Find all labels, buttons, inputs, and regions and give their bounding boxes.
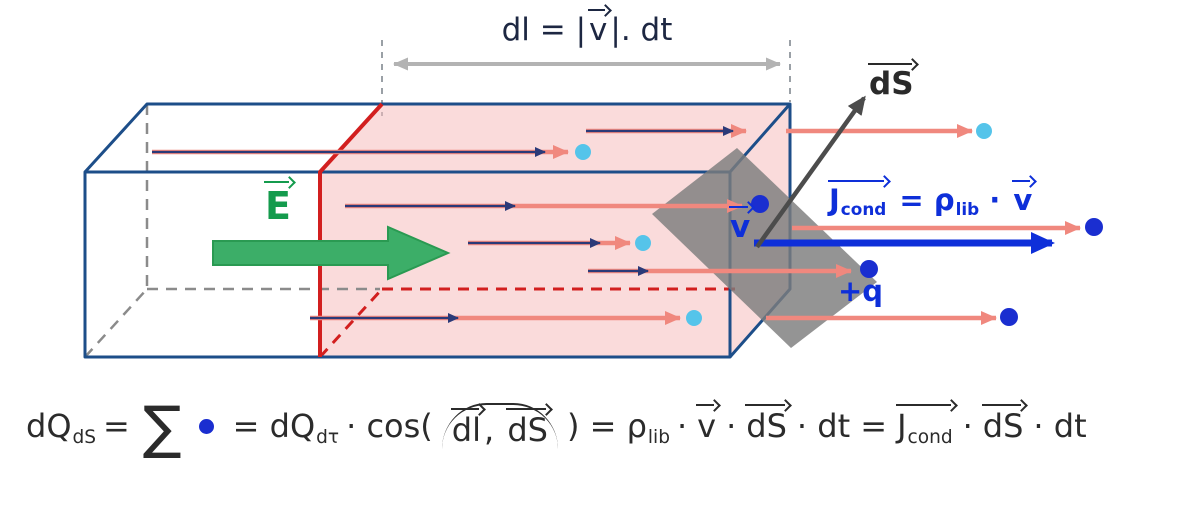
v-vector-symbol: v	[727, 206, 753, 245]
surface-normal-label: dS	[866, 63, 917, 102]
dq-text: dQ	[26, 407, 72, 445]
formula-angle-hat: dl, dS	[441, 403, 558, 449]
dqtau-sub: dτ	[316, 426, 340, 448]
hidden-edges	[84, 104, 742, 359]
ds-normal-arrow	[755, 95, 866, 249]
surface-element	[652, 148, 877, 348]
charge-flux-formula: dQdS = ∑ = dQdτ · cos( dl, dS ) = ρlib ·…	[26, 390, 1087, 462]
sigma-sum-symbol: ∑	[142, 393, 182, 461]
formula-j-text: J	[897, 407, 907, 445]
velocity-label: v	[727, 206, 753, 245]
formula-dqdtau: = dQdτ	[232, 407, 340, 448]
current-density-label: Jcond = ρlib · v	[826, 180, 1035, 220]
formula-cdot-2: ·	[726, 407, 737, 445]
formula-ds-vector-2: dS	[980, 404, 1027, 445]
formula-equals-1: =	[103, 407, 130, 445]
formula-jcond-vector: Jcond	[894, 404, 956, 448]
swept-volume	[320, 104, 790, 357]
e-vector-symbol: E	[262, 181, 294, 228]
charge-velocity-arrows	[152, 124, 747, 325]
formula-v-vector: v	[694, 404, 719, 445]
dimension-text-pre: dl = |	[501, 12, 587, 48]
hat-dl-vector: dl	[449, 408, 484, 449]
charge-velocity-arrows-front	[345, 124, 1081, 325]
j-symbol: J	[829, 183, 840, 217]
rho-sub: lib	[647, 426, 670, 448]
formula-cos-open: · cos(	[346, 407, 433, 445]
formula-ds-vector-1: dS	[743, 404, 790, 445]
formula-dt-2: · dt	[1033, 407, 1087, 445]
cross-section	[318, 102, 384, 357]
dimension-text-post: |. dt	[610, 12, 673, 48]
formula-cdot-3: ·	[962, 407, 973, 445]
length-dimension-label: dl = |v|. dt	[432, 9, 742, 48]
formula-j-sub: cond	[907, 426, 953, 448]
charge-dots-inside	[575, 144, 702, 326]
ds-vector-symbol: dS	[866, 63, 917, 102]
charge-dot-symbol	[198, 418, 214, 434]
hat-ds-vector: dS	[504, 408, 551, 449]
dqtau-text: = dQ	[232, 407, 316, 445]
e-field-arrow	[212, 225, 451, 281]
formula-rho: ) = ρlib	[566, 407, 670, 448]
velocity-vector-symbol: v	[586, 9, 610, 48]
charge-label: +q	[838, 274, 883, 308]
electric-field-label: E	[262, 181, 294, 228]
jcond-vector-symbol: Jcond	[826, 180, 889, 220]
j-equals-rho: = ρ	[889, 183, 955, 217]
dq-sub: dS	[72, 426, 97, 448]
hat-comma: ,	[483, 411, 495, 449]
j-cdot: ·	[979, 183, 1011, 217]
plus-q-text: +q	[838, 274, 884, 308]
rho-text: ) = ρ	[566, 407, 647, 445]
rho-subscript: lib	[955, 199, 980, 220]
j-v-vector-symbol: v	[1010, 180, 1035, 217]
formula-dqds: dQdS	[26, 407, 97, 448]
j-subscript: cond	[840, 199, 887, 220]
formula-cdot-1: ·	[677, 407, 688, 445]
formula-dt-1: · dt =	[796, 407, 888, 445]
charge-dots-outside	[751, 123, 1103, 326]
